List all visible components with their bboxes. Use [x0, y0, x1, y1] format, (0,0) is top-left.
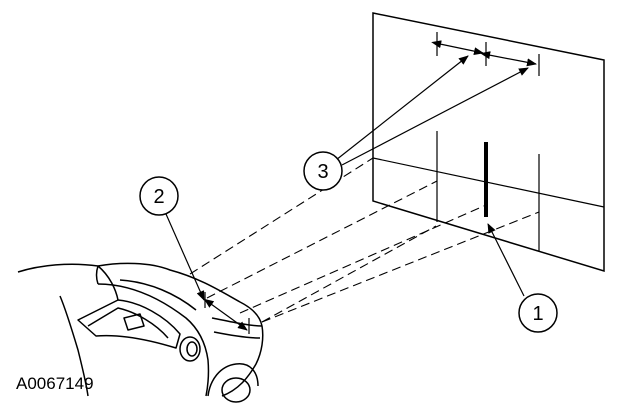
screen-outline — [372, 12, 605, 273]
vehicle-headlamp — [179, 336, 201, 362]
beam-projection-lines — [189, 157, 540, 323]
vehicle-fender-line — [97, 283, 210, 397]
callout-1-leader — [487, 223, 525, 297]
screen-dimension-arrow-left — [431, 40, 484, 56]
vehicle-pillar-2 — [97, 265, 119, 301]
vehicle-windshield-inner — [87, 307, 169, 339]
callout-2: 2 — [139, 176, 205, 301]
vehicle-mirror — [123, 313, 145, 331]
projection-line-top — [189, 157, 374, 275]
vehicle-side-line — [59, 295, 89, 397]
callout-3-leader-left — [335, 55, 469, 161]
callout-1-circle — [518, 293, 558, 333]
callout-2-circle — [139, 176, 179, 216]
figure-id-label: A0067149 — [16, 374, 94, 393]
vehicle-front-fascia — [221, 325, 264, 397]
callout-2-label: 2 — [153, 186, 164, 208]
callout-3-label: 3 — [317, 161, 328, 183]
vehicle-cowl — [119, 279, 197, 311]
vehicle-windshield — [77, 299, 181, 349]
projection-line-bottom — [261, 211, 540, 323]
headlamp-separation — [203, 298, 248, 331]
vehicle-wheel-arch — [207, 363, 259, 397]
projection-line-lower — [239, 204, 487, 314]
projection-line-floor — [261, 225, 437, 323]
projection-line-upper — [206, 180, 438, 299]
callout-1-label: 1 — [532, 303, 543, 325]
screen-dimension-arrow-right — [480, 51, 537, 67]
vehicle-headlamp-lens — [186, 341, 198, 357]
screen-horizontal-line — [372, 157, 605, 208]
vehicle-pillar — [95, 265, 99, 285]
callout-3: 3 — [303, 55, 529, 191]
callout-3-circle — [303, 151, 343, 191]
vehicle-grille — [211, 317, 263, 339]
aiming-screen — [372, 12, 605, 273]
callout-3-leader-right — [341, 67, 529, 166]
callout-1: 1 — [487, 223, 558, 333]
vehicle-wheel — [221, 377, 251, 403]
callout-2-leader — [165, 213, 205, 301]
